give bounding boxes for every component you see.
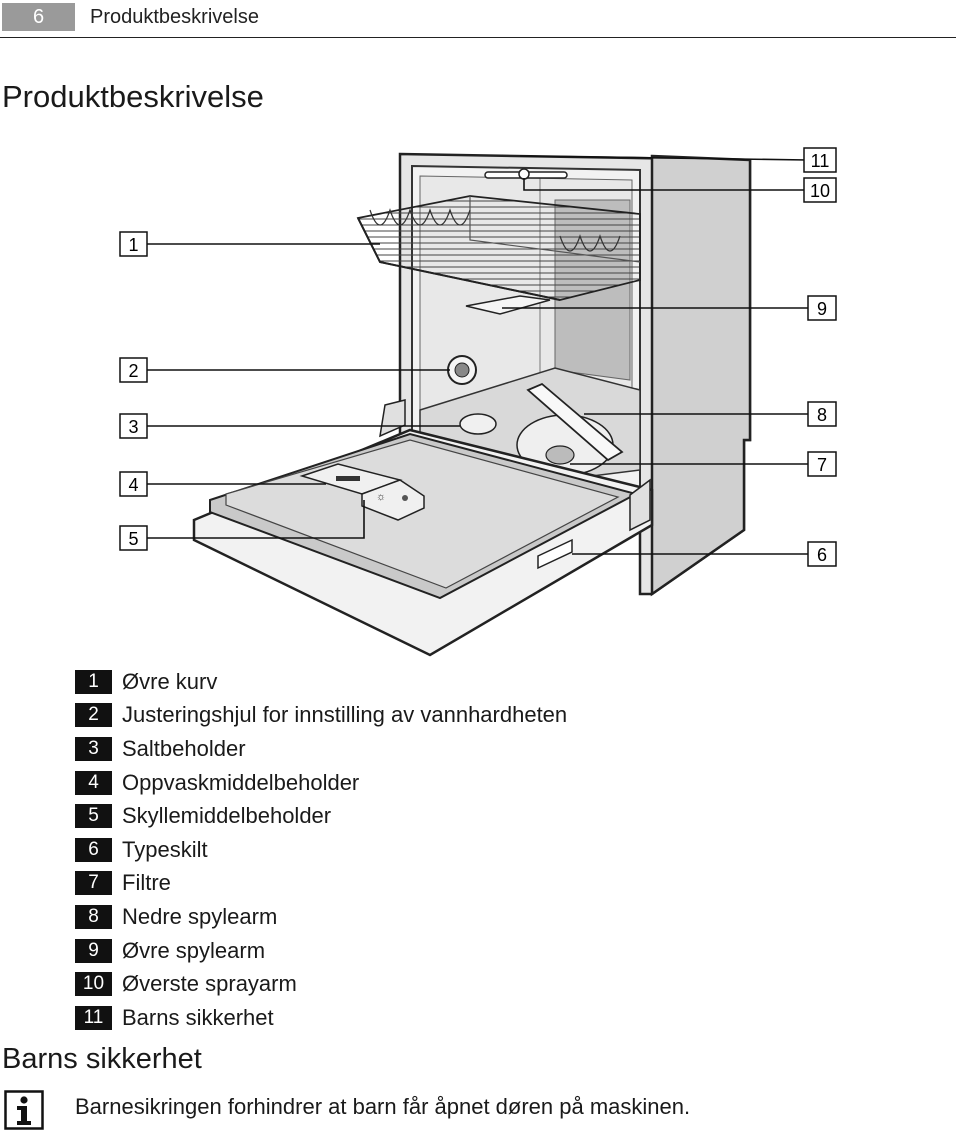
legend-number: 8 [75, 904, 112, 929]
section-title: Barns sikkerhet [2, 1043, 202, 1075]
legend-label: Skyllemiddelbeholder [122, 803, 332, 829]
legend-item: 7 Filtre [75, 867, 567, 901]
legend-item: 4 Oppvaskmiddelbeholder [75, 766, 567, 800]
rating-plate [537, 538, 573, 570]
legend-label: Typeskilt [122, 836, 208, 862]
legend-number: 4 [75, 770, 112, 795]
legend-item: 2 Justeringshjul for innstilling av vannh… [75, 699, 567, 733]
legend-item: 9 Øvre spylearm [75, 934, 567, 968]
callout-1: 1 [119, 231, 148, 257]
callouts: 1 2 3 4 5 6 7 8 9 10 11 [119, 147, 837, 567]
svg-text:7: 7 [817, 455, 827, 475]
callout-9: 9 [807, 295, 837, 321]
legend-label: Oppvaskmiddelbeholder [122, 769, 360, 795]
legend-label: Justeringshjul for innstilling av vannha… [122, 702, 568, 728]
callout-2: 2 [119, 357, 148, 383]
callout-10: 10 [803, 177, 837, 203]
legend-item: 5 Skyllemiddelbeholder [75, 799, 567, 833]
page-header: 6 Produktbeskrivelse [0, 0, 956, 38]
legend-number: 9 [75, 938, 112, 963]
legend-label: Filtre [122, 870, 171, 896]
lower-spray-arm [526, 382, 624, 462]
callout-5: 5 [119, 525, 148, 551]
parts-legend: 1 Øvre kurv 2 Justeringshjul for innstilli… [75, 665, 567, 1035]
legend-label: Øvre kurv [122, 668, 218, 694]
svg-text:☼: ☼ [376, 491, 386, 503]
legend-item: 10 Øverste sprayarm [75, 967, 567, 1001]
page-title: Produktbeskrivelse [2, 79, 264, 114]
svg-text:3: 3 [128, 417, 138, 437]
upper-basket [356, 195, 641, 301]
svg-text:10: 10 [810, 181, 830, 201]
svg-text:4: 4 [128, 475, 138, 495]
callout-4: 4 [119, 471, 148, 497]
callout-lines [147, 155, 809, 555]
child-safety-text: Barnesikringen forhindrer at barn får åp… [75, 1094, 691, 1119]
legend-number: 11 [75, 1005, 112, 1030]
svg-text:11: 11 [811, 151, 830, 171]
legend-number: 5 [75, 804, 112, 829]
legend-item: 8 Nedre spylearm [75, 900, 567, 934]
info-icon [4, 1090, 44, 1130]
callout-11: 11 [803, 147, 837, 173]
legend-number: 6 [75, 837, 112, 862]
legend-number: 2 [75, 703, 112, 728]
page-number: 6 [2, 3, 75, 31]
legend-number: 1 [75, 669, 112, 694]
svg-text:8: 8 [817, 405, 827, 425]
svg-text:9: 9 [817, 299, 827, 319]
callout-8: 8 [807, 401, 837, 427]
legend-number: 10 [75, 972, 112, 997]
legend-item: 3 Saltbeholder [75, 732, 567, 766]
legend-item: 6 Typeskilt [75, 833, 567, 867]
legend-label: Nedre spylearm [122, 903, 278, 929]
rinse-aid-dispenser: ☼ [361, 479, 425, 521]
svg-text:6: 6 [817, 545, 827, 565]
legend-label: Barns sikkerhet [122, 1004, 274, 1030]
legend-label: Øvre spylearm [122, 937, 266, 963]
callout-7: 7 [807, 451, 837, 477]
dishwasher-illustration: ☼ 1 2 3 4 5 6 7 8 9 10 11 [119, 147, 837, 657]
legend-number: 3 [75, 736, 112, 761]
callout-6: 6 [807, 541, 837, 567]
upper-spray-arm [465, 295, 551, 315]
svg-text:5: 5 [128, 529, 138, 549]
legend-number: 7 [75, 871, 112, 896]
legend-label: Saltbeholder [122, 735, 246, 761]
legend-item: 11 Barns sikkerhet [75, 1001, 567, 1035]
svg-text:2: 2 [128, 361, 138, 381]
legend-item: 1 Øvre kurv [75, 665, 567, 699]
running-title: Produktbeskrivelse [90, 6, 259, 28]
callout-3: 3 [119, 413, 148, 439]
salt-container [459, 413, 497, 435]
svg-text:1: 1 [128, 235, 138, 255]
legend-label: Øverste sprayarm [122, 971, 297, 997]
